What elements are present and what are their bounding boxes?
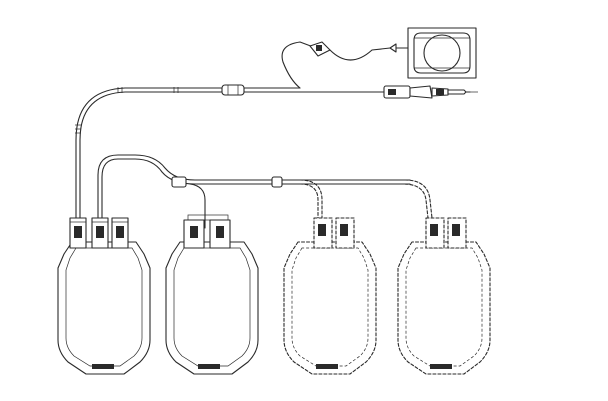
bag-3-label xyxy=(316,364,338,369)
bag-2-port-cap xyxy=(187,214,229,221)
pouch-chamber xyxy=(423,34,461,72)
sampling-pouch xyxy=(389,27,477,79)
pouch-inner xyxy=(413,32,471,74)
bag-4-label xyxy=(430,364,452,369)
bag4-tube xyxy=(299,179,433,219)
branch-up-tube xyxy=(281,41,317,89)
bag4-tube-inner xyxy=(299,183,429,219)
bag-4-body xyxy=(397,241,491,375)
needle-holder xyxy=(409,85,433,99)
bag-3-body xyxy=(283,241,377,375)
junction-1 xyxy=(171,176,187,188)
bag3-tube xyxy=(279,179,323,219)
needle-assembly xyxy=(383,85,478,99)
junction-2 xyxy=(271,176,283,188)
transfer-tube xyxy=(97,154,411,219)
pouch-tube xyxy=(329,47,391,61)
bag-4-seal xyxy=(405,247,483,367)
bag-2-label xyxy=(198,364,220,369)
tube-markers xyxy=(75,87,179,134)
bag-2-body xyxy=(165,241,259,375)
bag-1-label xyxy=(92,364,114,369)
bag-2-seal xyxy=(173,247,251,367)
inline-connector xyxy=(221,84,245,96)
bag-1-body xyxy=(57,241,151,375)
donor-tube xyxy=(75,87,301,219)
bag2-tube xyxy=(189,183,206,229)
bag3-tube-inner xyxy=(279,183,319,219)
bag-2 xyxy=(165,214,259,375)
bag-1-seal xyxy=(65,247,143,367)
bag-1 xyxy=(57,217,151,375)
pouch-outer xyxy=(407,27,477,79)
pouch-inlet xyxy=(389,43,397,53)
bag-3 xyxy=(283,217,377,375)
bag-3-seal xyxy=(291,247,369,367)
y-connector xyxy=(309,41,331,57)
transfer-tube-inner xyxy=(101,158,411,219)
needle-guard xyxy=(383,85,411,99)
bag-4 xyxy=(397,217,491,375)
needle-cap xyxy=(447,89,467,95)
